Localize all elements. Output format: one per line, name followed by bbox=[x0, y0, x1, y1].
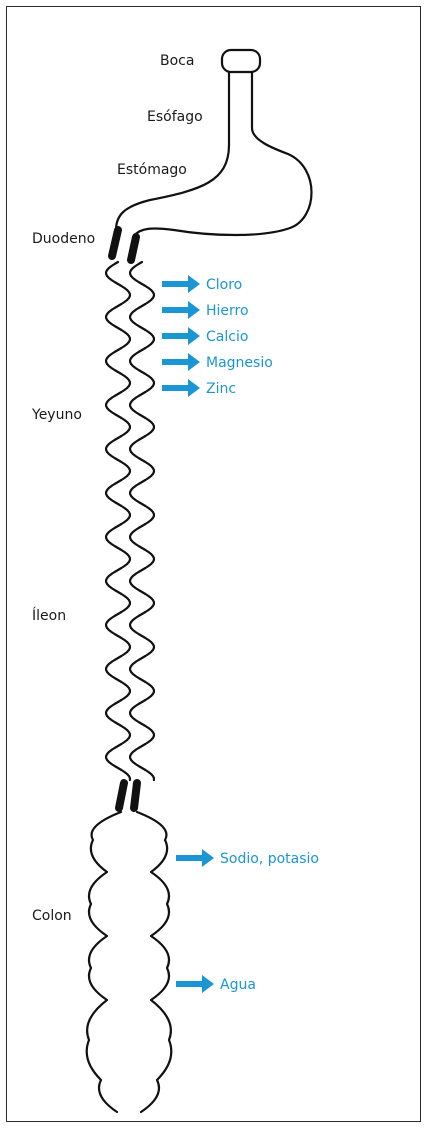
label-esofago: Esófago bbox=[147, 109, 203, 125]
nutrient-5: Sodio, potasio bbox=[176, 849, 319, 867]
arrow-right-icon bbox=[162, 379, 200, 397]
nutrient-2: Calcio bbox=[162, 327, 248, 345]
diagram-frame bbox=[6, 6, 421, 1122]
nutrient-label: Sodio, potasio bbox=[220, 851, 319, 867]
arrow-right-icon bbox=[176, 975, 214, 993]
nutrient-label: Cloro bbox=[206, 277, 242, 293]
nutrient-label: Hierro bbox=[206, 303, 249, 319]
colon-left-wall bbox=[85, 810, 123, 1114]
label-ileon: Íleon bbox=[32, 607, 66, 624]
esophagus-stomach-outline bbox=[114, 70, 231, 232]
arrow-right-icon bbox=[162, 275, 200, 293]
ileocecal-sphincter-left bbox=[115, 779, 128, 812]
nutrient-0: Cloro bbox=[162, 275, 242, 293]
arrow-right-icon bbox=[162, 327, 200, 345]
nutrient-6: Agua bbox=[176, 975, 256, 993]
small-intestine-right-wall bbox=[129, 260, 155, 782]
arrow-right-icon bbox=[162, 301, 200, 319]
arrow-right-icon bbox=[176, 849, 214, 867]
nutrient-3: Magnesio bbox=[162, 353, 273, 371]
nutrient-4: Zinc bbox=[162, 379, 236, 397]
label-duodeno: Duodeno bbox=[32, 231, 95, 247]
nutrient-1: Hierro bbox=[162, 301, 249, 319]
duodenum-sphincter-right bbox=[127, 233, 140, 264]
colon-right-wall bbox=[135, 810, 173, 1114]
duodenum-sphincter-left bbox=[108, 226, 122, 260]
label-colon: Colon bbox=[32, 908, 72, 924]
mouth-shape bbox=[220, 48, 262, 74]
nutrient-label: Agua bbox=[220, 977, 256, 993]
nutrient-label: Magnesio bbox=[206, 355, 273, 371]
label-estomago: Estómago bbox=[117, 162, 187, 178]
ileocecal-sphincter-right bbox=[130, 779, 141, 812]
label-boca: Boca bbox=[160, 53, 194, 69]
arrow-right-icon bbox=[162, 353, 200, 371]
stomach-outer-outline bbox=[132, 70, 313, 238]
nutrient-label: Zinc bbox=[206, 381, 236, 397]
label-yeyuno: Yeyuno bbox=[31, 407, 82, 423]
nutrient-label: Calcio bbox=[206, 329, 248, 345]
small-intestine-left-wall bbox=[105, 260, 131, 782]
